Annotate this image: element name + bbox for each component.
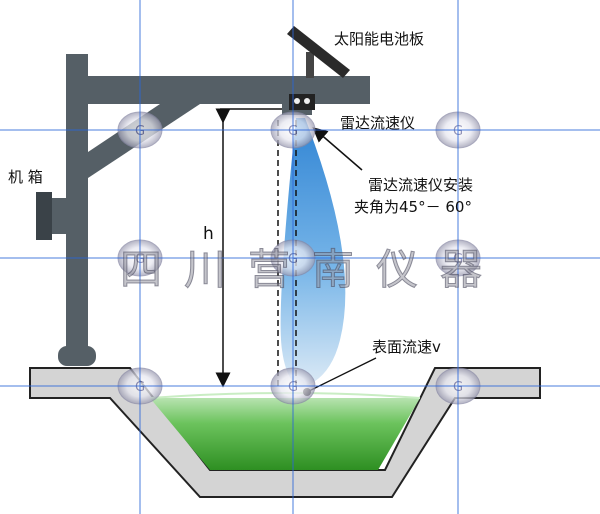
gantry-arm (66, 76, 370, 104)
install-note-line1: 雷达流速仪安装 (368, 176, 474, 194)
radar-meter-label: 雷达流速仪 (340, 114, 416, 132)
cabinet (36, 192, 66, 240)
install-note-arrow (312, 127, 363, 171)
watermark-text: 四川营南仪器 (119, 245, 505, 295)
gantry (58, 54, 370, 366)
cabinet-label: 机 箱 (8, 168, 43, 186)
install-note-line2: 夹角为45°－ 60° (354, 198, 472, 216)
gantry-post (66, 54, 88, 350)
height-label: h (203, 224, 214, 244)
channel (29, 367, 541, 498)
surface-velocity-label: 表面流速v (372, 338, 441, 356)
gantry-base (58, 346, 96, 366)
water (150, 398, 420, 470)
solar-panel-label: 太阳能电池板 (334, 30, 425, 48)
solar-panel (287, 26, 350, 78)
